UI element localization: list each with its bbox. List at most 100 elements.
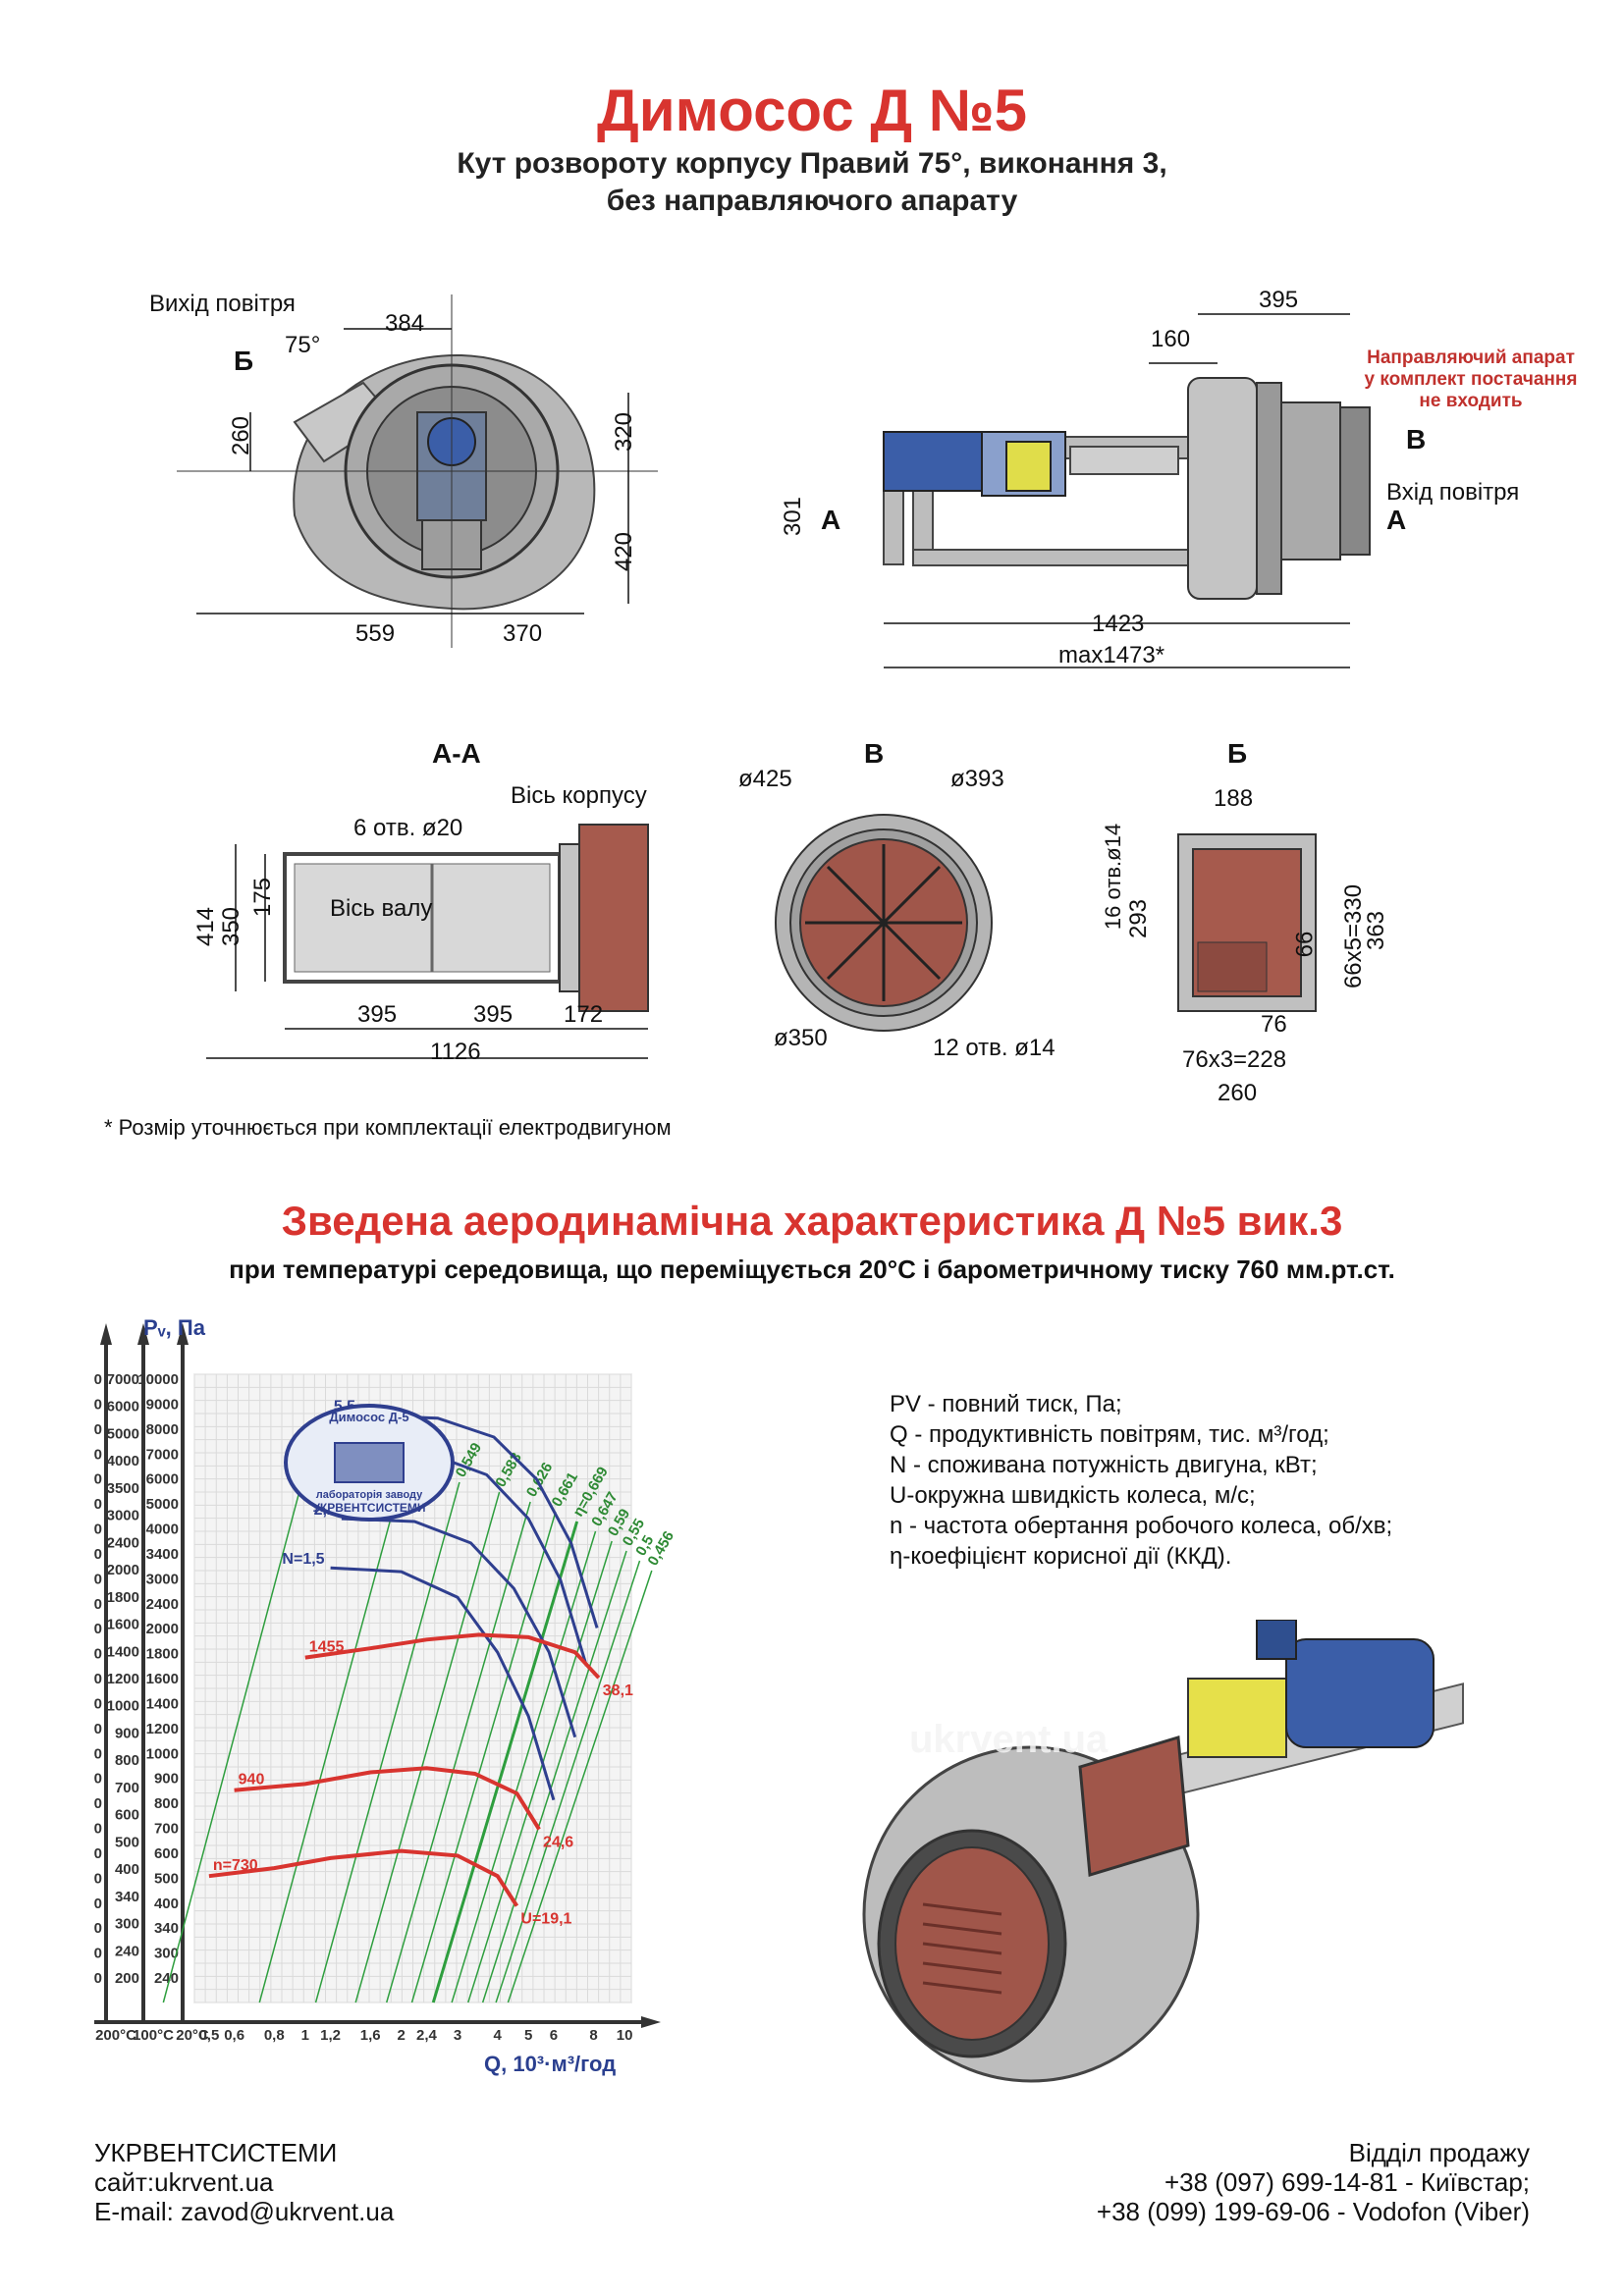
page-subtitle-line2: без направляючого апарату <box>606 185 1018 217</box>
dim-370: 370 <box>503 620 543 647</box>
y-tick-label: 900 <box>115 1725 139 1741</box>
y-tick-label: 200 <box>115 1970 139 1987</box>
footer-phone1[interactable]: +38 (097) 699-14-81 - Київстар; <box>1164 2167 1530 2197</box>
y-tick-label: 1400 <box>94 1596 102 1613</box>
y-tick-label: 3500 <box>94 1446 102 1463</box>
view-v-title: В <box>864 738 885 769</box>
dim-414: 414 <box>192 906 220 947</box>
page-subtitle-line1: Кут розвороту корпусу Правий 75°, викона… <box>457 147 1167 180</box>
footer-phone2[interactable]: +38 (099) 199-69-06 - Vodofon (Viber) <box>1096 2197 1530 2226</box>
dim-188: 188 <box>1214 785 1254 812</box>
dim-420: 420 <box>611 531 638 572</box>
dim-301: 301 <box>780 496 807 537</box>
efficiency-line <box>495 1560 641 2003</box>
efficiency-line <box>451 1530 597 2003</box>
dim-559: 559 <box>355 620 396 647</box>
legend-item: η-коефіцієнт корисної дії (ККД). <box>890 1543 1232 1570</box>
lab-badge-text: УКРВЕНТСИСТЕМИ <box>312 1501 425 1515</box>
section2-title: Зведена аеродинамічна характеристика Д №… <box>281 1198 1343 1244</box>
footer-email-link[interactable]: E-mail: zavod@ukrvent.ua <box>94 2197 395 2226</box>
footer-right: Відділ продажу +38 (097) 699-14-81 - Киї… <box>1097 2138 1530 2226</box>
dim-76: 76 <box>1261 1011 1287 1038</box>
section-aa-title: А-А <box>432 738 481 769</box>
fan-3d-render <box>862 1620 1464 2083</box>
y-tick-label: 1600 <box>94 1571 102 1587</box>
dim-1126: 1126 <box>430 1039 481 1065</box>
x-tick-label: 8 <box>589 2027 597 2044</box>
guide-note: Направляючий апарат у комплект постачанн… <box>1364 347 1578 411</box>
y-tick-label: 200 <box>94 1896 102 1912</box>
x-tick-label: 2 <box>398 2027 406 2044</box>
x-tick-label: 4 <box>493 2027 502 2044</box>
y-tick-label: 1600 <box>107 1617 139 1633</box>
section-aa-drawing <box>206 824 649 1059</box>
y-tick-label: 300 <box>94 1845 102 1862</box>
y-tick-label: 5000 <box>94 1396 102 1413</box>
y-tick-label: 800 <box>154 1795 179 1812</box>
y-tick-label: 240 <box>94 1870 102 1887</box>
y-axis-arrow-1 <box>137 1323 149 1345</box>
y-tick-label: 10000 <box>137 1371 179 1388</box>
temp-label: 20°С <box>176 2027 209 2044</box>
section2-subtitle: при температурі середовища, що переміщує… <box>229 1255 1395 1284</box>
lab-badge-icon <box>334 1442 405 1483</box>
power-curve <box>341 1517 577 1738</box>
legend-item: PV - повний тиск, Па; <box>890 1391 1122 1417</box>
x-tick-label: 3 <box>454 2027 461 2044</box>
y-tick-label: 600 <box>115 1807 139 1824</box>
y-tick-label: 3400 <box>146 1546 179 1563</box>
side-view-drawing <box>883 313 1371 668</box>
y-tick-label: 2000 <box>107 1562 139 1578</box>
y-tick-label: 6000 <box>107 1399 139 1415</box>
y-tick-label: 7000 <box>107 1371 139 1388</box>
y-tick-label: 2000 <box>94 1522 102 1538</box>
y-tick-label: 1000 <box>107 1698 139 1715</box>
y-tick-label: 1200 <box>146 1721 179 1737</box>
dim-350: 350 <box>218 906 245 947</box>
y-tick-label: 3500 <box>107 1480 139 1497</box>
y-tick-label: 6000 <box>94 1371 102 1388</box>
dim-172: 172 <box>564 1001 604 1028</box>
y-tick-label: 400 <box>154 1896 179 1912</box>
efficiency-line <box>481 1550 627 2003</box>
dim-160: 160 <box>1151 326 1191 352</box>
legend-item: n - частота обертання робочого колеса, о… <box>890 1513 1393 1539</box>
efficiency-line <box>386 1501 531 2003</box>
inlet-label: Вхід повітря <box>1386 479 1520 506</box>
angle-label: 75° <box>285 332 321 358</box>
footer-site-link[interactable]: сайт:ukrvent.ua <box>94 2167 274 2197</box>
y-tick-label: 340 <box>94 1821 102 1838</box>
y-axis-arrow-0 <box>100 1323 112 1345</box>
y-tick-label: 700 <box>94 1721 102 1737</box>
pressure-curve <box>208 1848 519 1907</box>
power-curve <box>330 1566 556 1801</box>
legend-item: U-окружна швидкість колеса, м/с; <box>890 1482 1256 1509</box>
aero-chart: Pᵥ, ПаQ, 10³·м³/год 60005000400035003000… <box>94 1315 677 2076</box>
y-tick-label: 3000 <box>146 1571 179 1587</box>
dia-425: ø425 <box>738 766 792 792</box>
x-tick-label: 2,4 <box>416 2027 438 2044</box>
view-b-drawing <box>1177 833 1317 1012</box>
x-tick-label: 6 <box>550 2027 558 2044</box>
legend-item: Q - продуктивність повітрям, тис. м³/год… <box>890 1421 1329 1448</box>
chart-legend: PV - повний тиск, Па; Q - продуктивність… <box>890 1389 1392 1572</box>
holes-b: 16 отв.ø14 <box>1101 823 1126 931</box>
y-tick-label: 1000 <box>94 1646 102 1663</box>
y-tick-label: 1600 <box>146 1671 179 1687</box>
y-tick-label: 2400 <box>146 1596 179 1613</box>
y-tick-label: 600 <box>94 1745 102 1762</box>
speed-label: 38,1 <box>603 1682 633 1699</box>
y-tick-label: 2500 <box>94 1496 102 1513</box>
pressure-curve-label: 940 <box>239 1772 265 1789</box>
speed-label: 24,6 <box>543 1835 573 1851</box>
y-tick-label: 1000 <box>146 1745 179 1762</box>
y-tick-label: 140 <box>94 1970 102 1987</box>
x-tick-label: 10 <box>617 2027 633 2044</box>
pressure-curve-label: n=730 <box>213 1857 258 1874</box>
dim-260-b: 260 <box>1218 1080 1258 1106</box>
y-tick-label: 180 <box>94 1920 102 1937</box>
y-tick-label: 7000 <box>146 1446 179 1463</box>
power-curve <box>361 1414 599 1629</box>
y-tick-label: 2000 <box>146 1621 179 1637</box>
footer-company: УКРВЕНТСИСТЕМИ <box>94 2138 338 2167</box>
